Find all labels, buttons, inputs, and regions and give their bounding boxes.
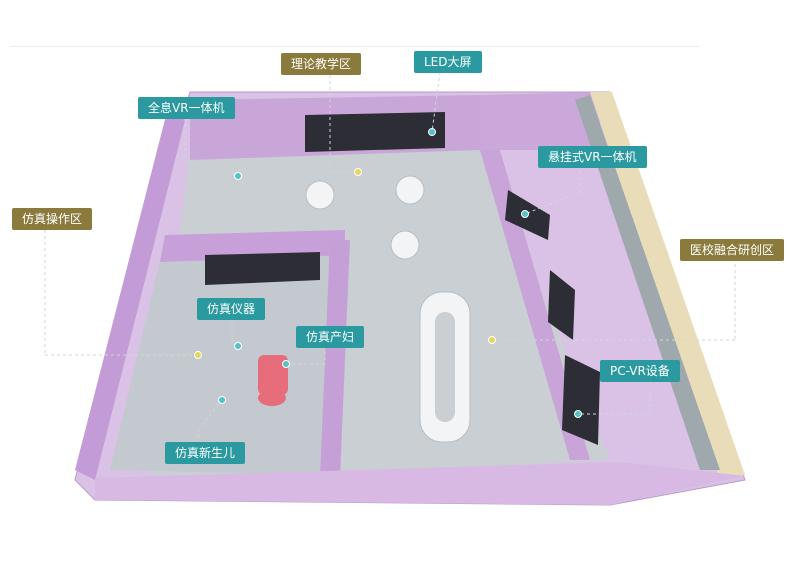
callout-lines bbox=[44, 71, 736, 450]
round-table bbox=[390, 230, 420, 260]
label-hanging-vr: 悬挂式VR一体机 bbox=[538, 146, 647, 168]
round-table bbox=[395, 175, 425, 205]
label-sim-newborn: 仿真新生儿 bbox=[165, 442, 246, 464]
bottom-wall bbox=[95, 462, 745, 505]
led-screen bbox=[305, 112, 445, 152]
left-room-floor bbox=[110, 235, 345, 475]
right-screen-2 bbox=[562, 355, 600, 445]
maternal-bed bbox=[258, 355, 288, 395]
dot-led bbox=[428, 128, 436, 136]
label-sim-maternal: 仿真产妇 bbox=[296, 326, 365, 348]
right-wall bbox=[590, 92, 745, 480]
dot-theory bbox=[354, 168, 362, 176]
label-theory-area: 理论教学区 bbox=[281, 53, 362, 75]
right-partition-wall bbox=[480, 150, 590, 460]
label-sim-instrument: 仿真仪器 bbox=[197, 298, 266, 320]
label-school-lab: 医校融合研创区 bbox=[680, 239, 785, 261]
maternal-bed-base bbox=[258, 390, 286, 406]
label-led-screen: LED大屏 bbox=[414, 51, 482, 73]
dot-sim-op bbox=[194, 351, 202, 359]
callout-dots bbox=[194, 128, 582, 418]
round-table bbox=[305, 180, 335, 210]
dot-pcvr bbox=[574, 410, 582, 418]
dot-lab bbox=[488, 336, 496, 344]
top-divider bbox=[10, 46, 700, 47]
label-sim-operation: 仿真操作区 bbox=[12, 208, 93, 230]
conference-table-hole bbox=[435, 312, 455, 422]
left-room-right-wall bbox=[320, 240, 350, 478]
label-holo-vr: 全息VR一体机 bbox=[138, 97, 235, 119]
dot-maternal bbox=[282, 360, 290, 368]
right-inner-wall bbox=[480, 92, 600, 150]
right-wall-inner bbox=[575, 95, 720, 470]
dot-instrument bbox=[234, 342, 242, 350]
dot-hanging bbox=[521, 210, 529, 218]
dot-newborn bbox=[218, 396, 226, 404]
right-screen-1 bbox=[548, 270, 575, 340]
dot-holo bbox=[234, 172, 242, 180]
left-room-screen bbox=[205, 252, 320, 285]
label-pcvr: PC-VR设备 bbox=[600, 360, 680, 382]
left-wall bbox=[75, 100, 190, 480]
